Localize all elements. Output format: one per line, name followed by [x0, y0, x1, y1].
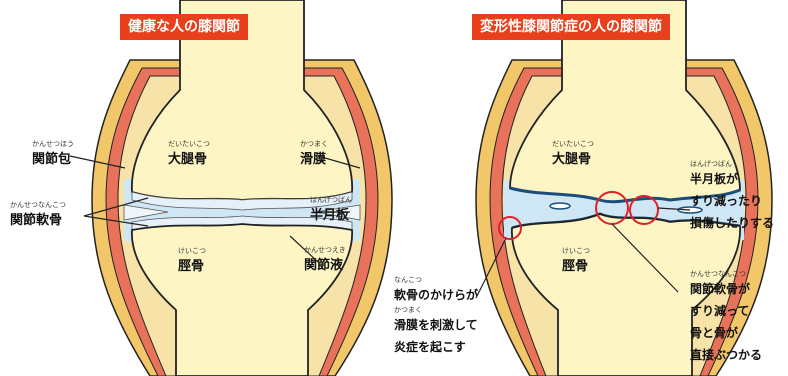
label-meniscus: はんげつばん 半月板 [310, 196, 352, 224]
right-title: 変形性膝関節症の人の膝関節 [472, 14, 670, 40]
label-synovium: かつまく 滑膜 [300, 140, 328, 168]
label-capsule: かんせつほう 関節包 [32, 140, 74, 168]
healthy-knee [70, 0, 392, 376]
note-meniscus: はんげつばん 半月板が すり減ったり 損傷したりする [690, 160, 774, 234]
label-cartilage: かんせつなんこつ 関節軟骨 [10, 201, 66, 229]
left-title: 健康な人の膝関節 [120, 14, 248, 40]
label-femur: だいたいこつ 大腿骨 [168, 140, 210, 168]
note-cartilage: かんせつなんこつ 関節軟骨が すり減って 骨と骨が 直接ぶつかる [690, 270, 762, 366]
label-fluid: かんせつえき 関節液 [304, 246, 346, 274]
label-tibia-oa: けいこつ 脛骨 [562, 247, 590, 275]
note-fragments: なんこつ 軟骨のかけらが かつまく 滑膜を刺激して 炎症を起こす [394, 276, 478, 358]
label-tibia: けいこつ 脛骨 [178, 247, 206, 275]
label-femur-oa: だいたいこつ 大腿骨 [552, 140, 594, 168]
